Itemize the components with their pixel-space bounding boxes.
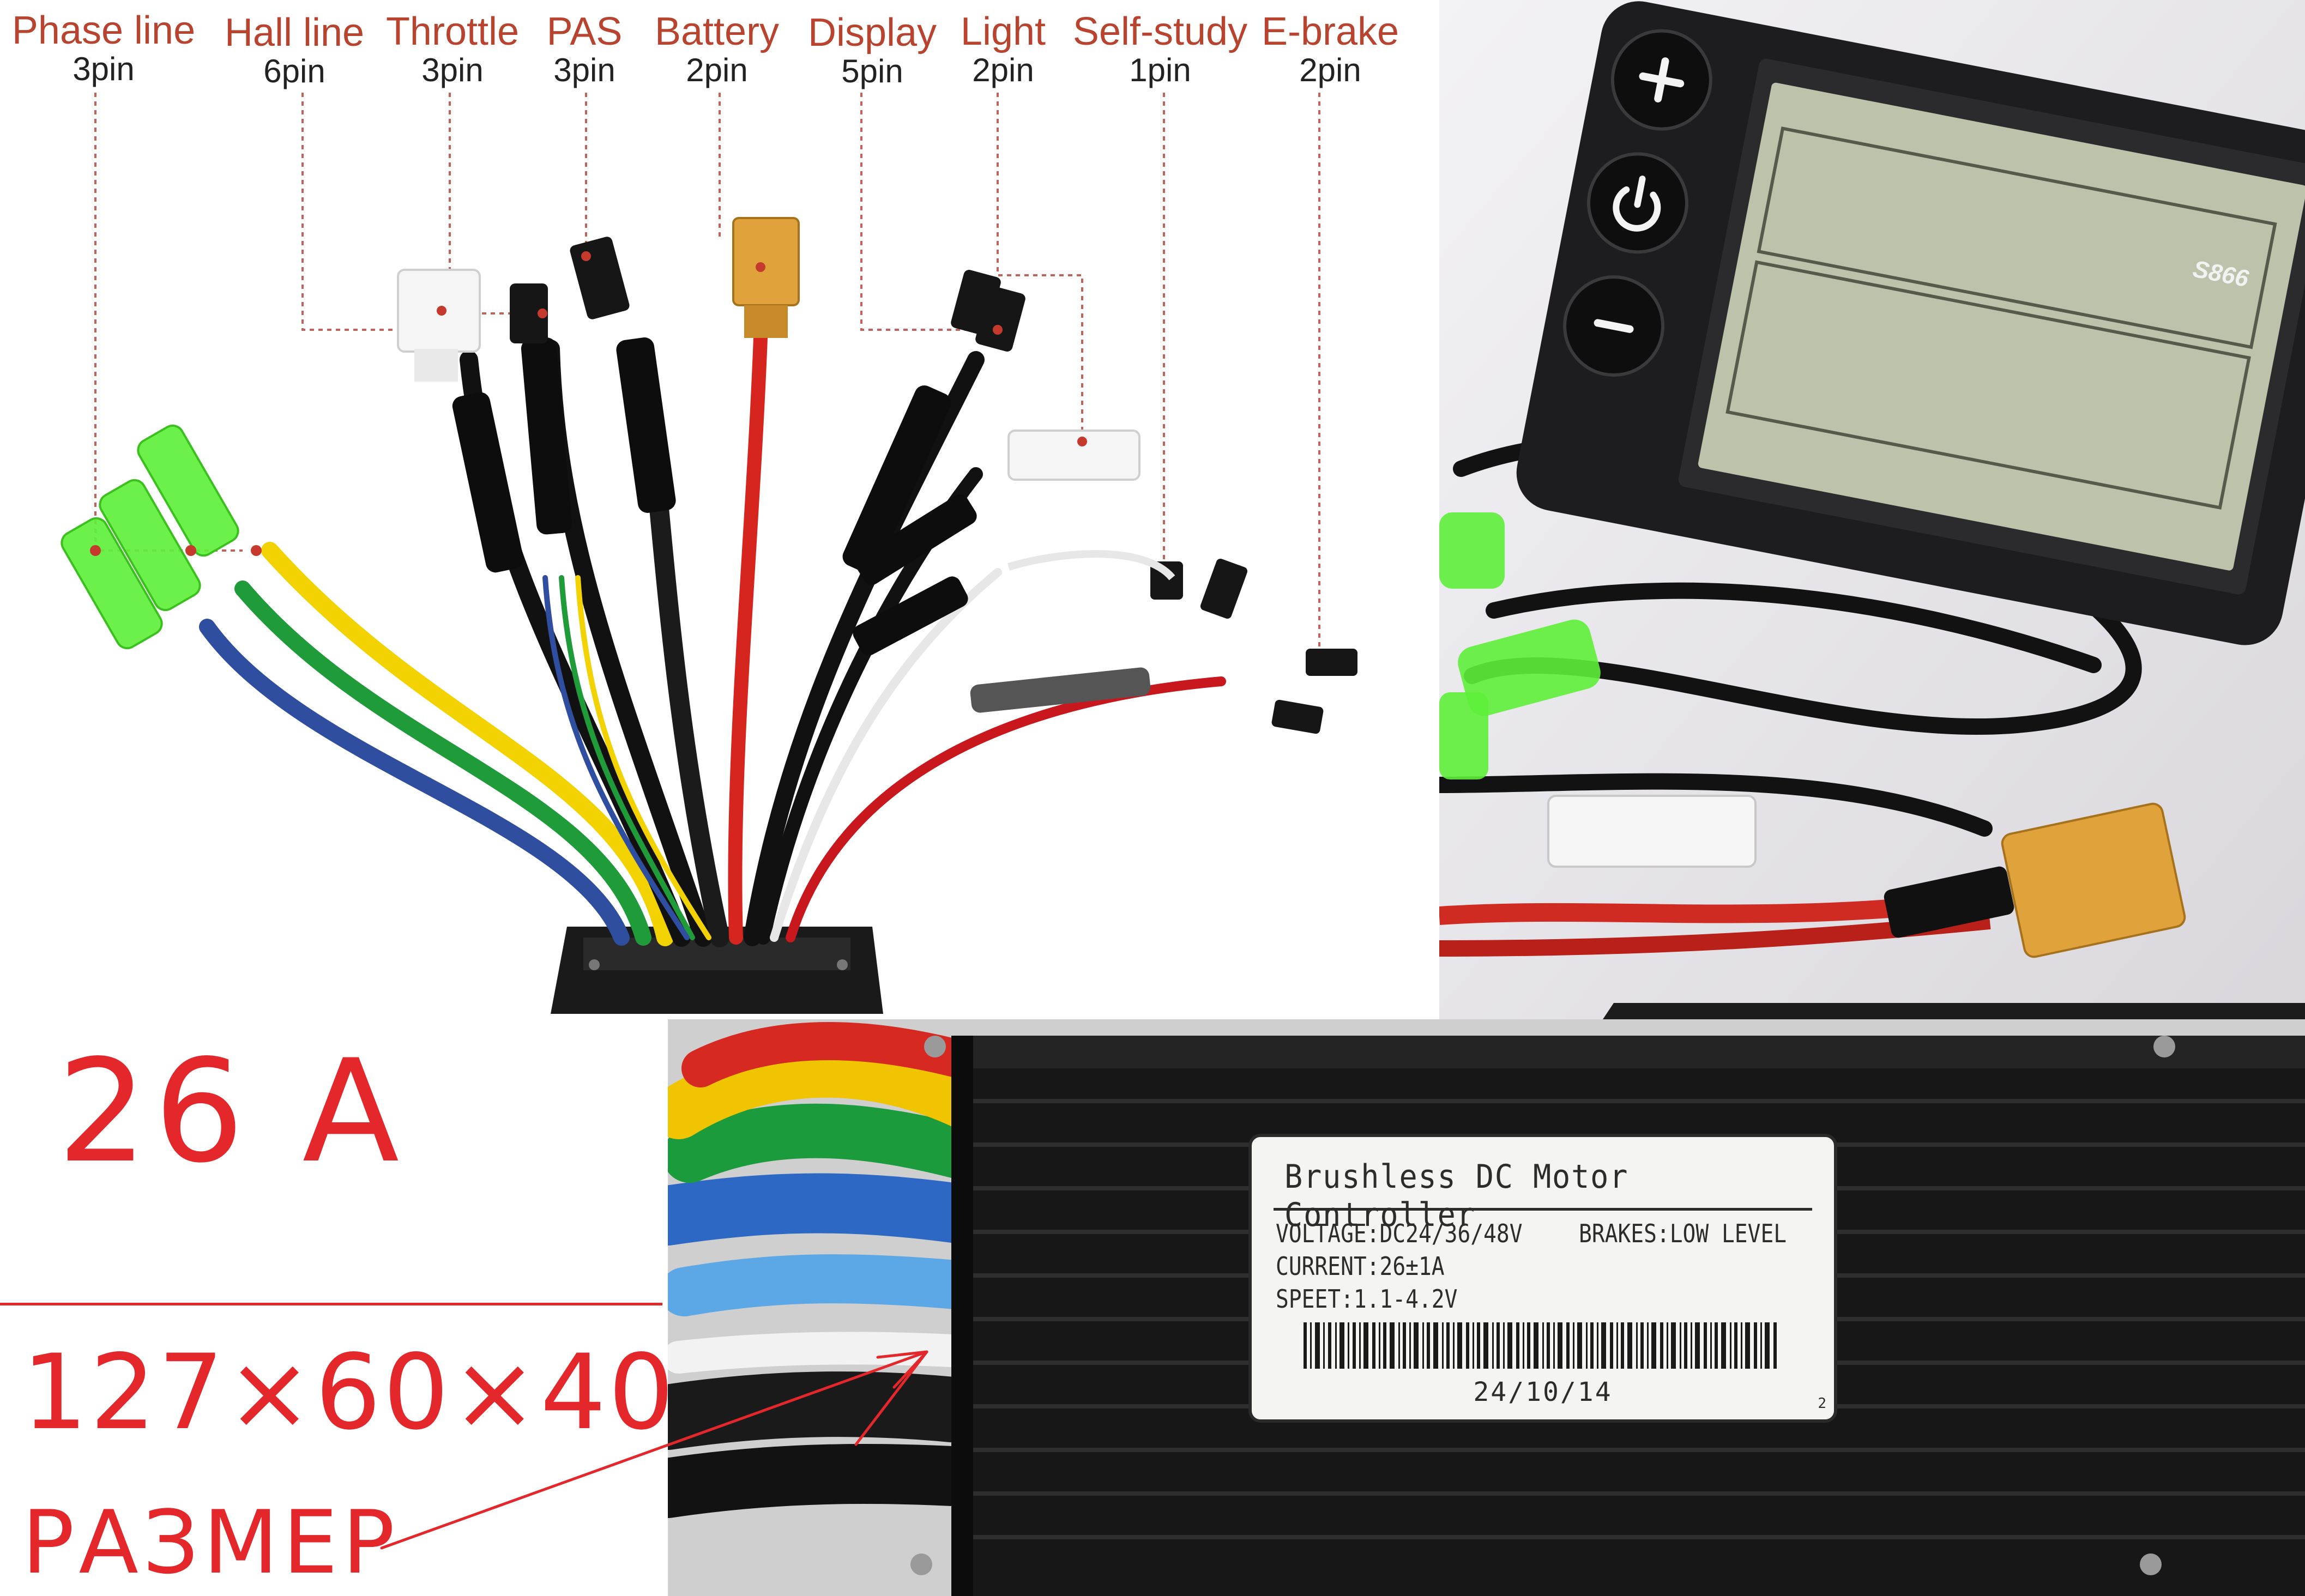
- dimensions-note: 127×60×40: [22, 1332, 677, 1453]
- power-icon: [1613, 176, 1661, 232]
- label-light: Light 2pin: [961, 11, 1046, 88]
- label-pins: 2pin: [1299, 52, 1361, 88]
- wiring-harness-illustration: [61, 93, 1357, 1014]
- barcode: [1304, 1322, 1777, 1369]
- label-divider: [1274, 1208, 1812, 1211]
- label-pins: 3pin: [73, 51, 135, 87]
- label-pas: PAS 3pin: [547, 11, 623, 88]
- label-name: PAS: [546, 10, 623, 53]
- label-display: Display 5pin: [808, 12, 937, 89]
- label-name: Battery: [654, 10, 780, 53]
- wiring-diagram-panel: Phase line 3pin Hall line 6pin Throttle …: [0, 0, 1439, 1019]
- label-pins: 6pin: [263, 53, 325, 89]
- current-spec: CURRENT:26±1A: [1276, 1252, 1445, 1281]
- label-pins: 2pin: [972, 52, 1034, 88]
- label-self-study: Self-study 1pin: [1073, 11, 1247, 88]
- handwritten-notes-panel: 26 A 127×60×40 РАЗМЕР: [0, 1019, 674, 1596]
- label-phase-line: Phase line 3pin: [12, 10, 195, 87]
- display-photo-panel: S866: [1439, 0, 2305, 1019]
- label-name: Hall line: [224, 11, 365, 55]
- label-name: Throttle: [385, 10, 520, 53]
- controller-spec-label: Brushless DC Motor Controller VOLTAGE:DC…: [1248, 1134, 1837, 1423]
- brakes-spec: BRAKES:LOW LEVEL: [1579, 1219, 1787, 1248]
- label-name: E-brake: [1261, 10, 1399, 53]
- label-name: Light: [960, 10, 1046, 53]
- divider-line: [0, 1303, 662, 1305]
- manufacture-date: 24/10/14: [1473, 1377, 1613, 1407]
- label-pins: 5pin: [841, 53, 903, 89]
- label-pins: 3pin: [553, 52, 616, 88]
- label-name: Display: [807, 11, 937, 55]
- size-word-note: РАЗМЕР: [22, 1491, 400, 1593]
- label-hall-line: Hall line 6pin: [225, 12, 364, 89]
- controller-photo-panel: [668, 1019, 2305, 1596]
- label-pins: 3pin: [421, 52, 484, 88]
- display-unit-photo: [1439, 0, 2305, 1019]
- label-corner-mark: 2: [1818, 1395, 1826, 1412]
- current-rating-note: 26 A: [57, 1030, 406, 1194]
- label-battery: Battery 2pin: [655, 11, 779, 88]
- label-e-brake: E-brake 2pin: [1262, 11, 1399, 88]
- minus-icon: [1594, 319, 1634, 333]
- speed-spec: SPEET:1.1-4.2V: [1276, 1284, 1458, 1314]
- controller-title: Brushless DC Motor Controller: [1284, 1158, 1629, 1234]
- plus-icon: [1639, 57, 1685, 102]
- label-name: Self-study: [1072, 10, 1248, 53]
- phase-connectors: [61, 424, 239, 650]
- label-name: Phase line: [11, 9, 196, 52]
- label-pins: 2pin: [686, 52, 748, 88]
- voltage-spec: VOLTAGE:DC24/36/48V: [1276, 1219, 1523, 1248]
- label-throttle: Throttle 3pin: [386, 11, 519, 88]
- label-pins: 1pin: [1129, 52, 1191, 88]
